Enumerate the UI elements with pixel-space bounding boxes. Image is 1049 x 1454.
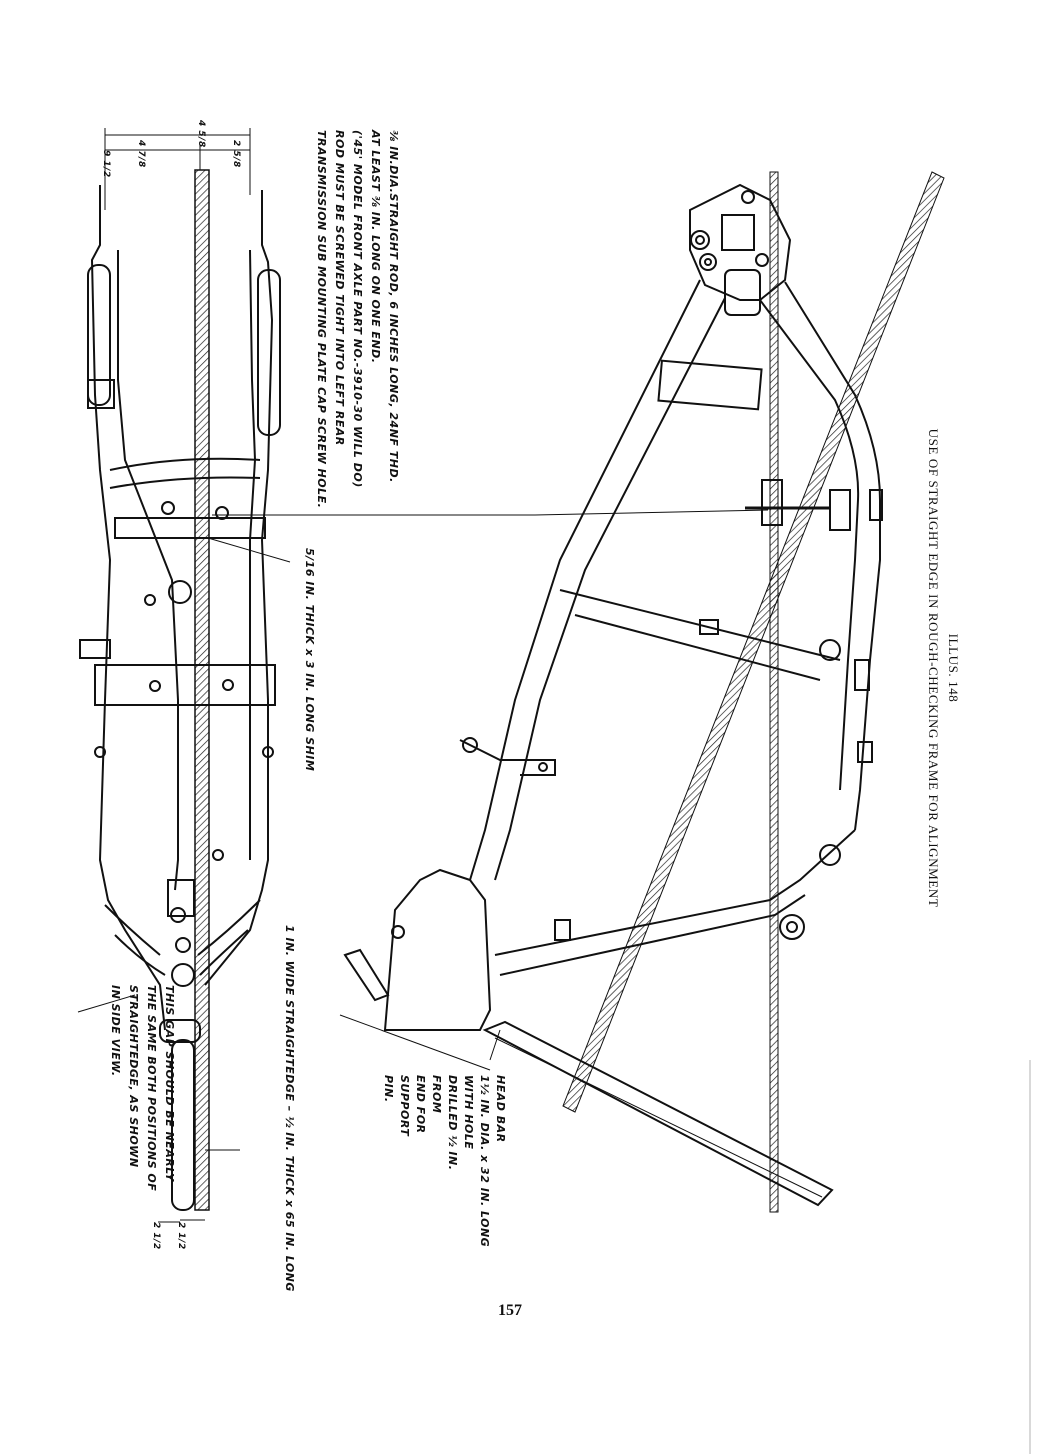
top-view-drawing	[77, 128, 535, 1223]
head-bar-line-7: SUPPORT	[398, 1075, 411, 1137]
gap-note-line-1: THIS GAP SHOULD BE NEARLY	[163, 985, 176, 1182]
head-bar-line-8: PIN.	[382, 1075, 395, 1103]
gap-note: THIS GAP SHOULD BE NEARLY THE SAME BOTH …	[106, 985, 178, 1191]
head-bar-line-6: END FOR	[414, 1075, 427, 1134]
gap-note-line-2: THE SAME BOTH POSITIONS OF	[145, 985, 158, 1192]
figure-caption: ILLUS. 148 USE OF STRAIGHT EDGE IN ROUGH…	[923, 398, 963, 938]
frame-left-rail	[90, 185, 166, 1031]
head-bar-line-1: HEAD BAR	[494, 1075, 507, 1143]
frame-right-rail	[204, 190, 274, 986]
shim-note: 5/16 IN. THICK x 3 IN. LONG SHIM	[300, 548, 318, 771]
head-bar-line-2: 1½ IN. DIA. x 32 IN. LONG	[478, 1075, 491, 1248]
rod-note-line-5: TRANSMISSION SUB MOUNTING PLATE CAP SCRE…	[315, 130, 328, 509]
dim-label-1: 4 7/8	[136, 140, 146, 168]
head-bar	[482, 1020, 834, 1207]
rod-note-line-1: ⅜ IN.DIA.STRAIGHT ROD, 6 INCHES LONG, 24…	[387, 130, 400, 483]
rod-note: ⅜ IN.DIA.STRAIGHT ROD, 6 INCHES LONG, 24…	[312, 130, 402, 508]
rod-note-line-3: ('45' MODEL FRONT AXLE PART NO.-3910-30 …	[351, 130, 364, 488]
rod-note-line-2: AT LEAST ⅜ IN. LONG ON ONE END.	[369, 130, 382, 364]
dim-label-5: 2 1/2	[151, 1222, 161, 1250]
head-bar-line-5: FROM	[430, 1075, 443, 1114]
gap-note-line-4: IN SIDE VIEW.	[109, 985, 122, 1077]
head-bar-line-4: DRILLED ½ IN.	[446, 1075, 459, 1171]
dim-label-4: 9 1/2	[101, 150, 111, 178]
dim-label-3: 2 5/8	[231, 140, 241, 168]
head-bar-note: HEAD BAR 1½ IN. DIA. x 32 IN. LONG WITH …	[380, 1075, 508, 1247]
caption-illus-number: ILLUS. 148	[946, 633, 961, 703]
rod-note-line-4: ROD MUST BE SCREWED TIGHT INTO LEFT REAR	[333, 130, 346, 446]
side-view-drawing	[339, 171, 945, 1213]
shim-note-text: 5/16 IN. THICK x 3 IN. LONG SHIM	[303, 548, 316, 772]
page-number: 157	[498, 1302, 522, 1319]
gap-note-line-3: STRAIGHTEDGE, AS SHOWN	[127, 985, 140, 1168]
caption-title: USE OF STRAIGHT EDGE IN ROUGH-CHECKING F…	[926, 428, 941, 908]
straightedge-note-text: 1 IN. WIDE STRAIGHTEDGE – ½ IN. THICK x …	[283, 925, 296, 1292]
straightedge-side-view	[562, 171, 945, 1113]
straightedge-note: 1 IN. WIDE STRAIGHTEDGE – ½ IN. THICK x …	[280, 925, 298, 1292]
dim-label-6: 2 1/2	[176, 1222, 186, 1250]
page-edge-line	[1029, 1060, 1031, 1454]
straightedge-top-view	[194, 169, 210, 1211]
dim-label-2: 4 5/8	[196, 120, 206, 148]
head-bar-line-3: WITH HOLE	[462, 1075, 475, 1150]
